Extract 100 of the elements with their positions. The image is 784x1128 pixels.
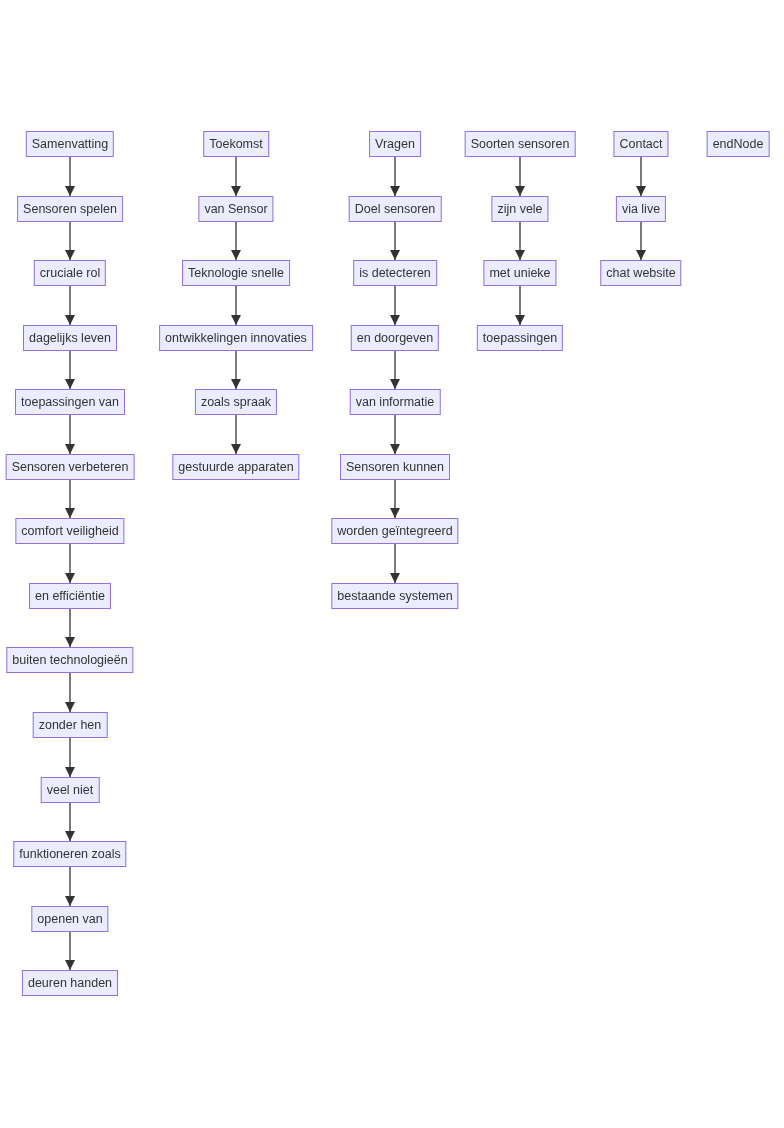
arrow — [389, 285, 401, 326]
node-label: worden geïntegreerd — [337, 524, 453, 539]
node-label: Samenvatting — [31, 137, 109, 151]
node-label: comfort veiligheid — [21, 524, 119, 539]
arrow — [64, 737, 76, 778]
arrow — [389, 350, 401, 390]
node-label: dagelijks leven — [29, 330, 111, 345]
process-box — [40, 776, 100, 803]
arrow — [64, 608, 76, 648]
arrow — [230, 285, 242, 326]
arrow — [64, 350, 76, 390]
arrow — [64, 156, 76, 197]
node-label: buiten technologieën — [12, 653, 128, 668]
arrow — [64, 866, 76, 907]
arrow — [389, 221, 401, 261]
node-label: Toekomst — [209, 137, 263, 151]
node-label: van informatie — [355, 395, 435, 410]
node-label: en doorgeven — [356, 330, 434, 345]
node-label: Sensoren kunnen — [346, 459, 444, 474]
process-box — [369, 131, 421, 157]
arrow — [230, 156, 242, 197]
process-box — [31, 905, 109, 932]
node-label: zoals spraak — [200, 395, 272, 410]
process-box — [331, 518, 459, 545]
process-box — [483, 260, 557, 287]
node-label: Contact — [619, 137, 663, 151]
process-box — [182, 260, 290, 287]
process-box — [706, 131, 770, 157]
process-box — [194, 389, 278, 416]
arrow — [230, 414, 242, 455]
node-label: bestaande systemen — [337, 588, 453, 603]
process-box — [198, 195, 274, 222]
process-box — [32, 711, 108, 738]
process-box — [476, 324, 564, 351]
node-label: zonder hen — [38, 717, 102, 732]
node-label: Soorten sensoren — [470, 137, 570, 151]
node-label: Doel sensoren — [354, 201, 436, 216]
arrow — [230, 221, 242, 261]
process-box — [600, 260, 682, 287]
node-label: zijn vele — [497, 201, 543, 216]
process-box — [464, 131, 576, 157]
arrow — [514, 156, 526, 197]
process-box — [29, 582, 111, 609]
node-label: met unieke — [489, 266, 551, 281]
node-label: veel niet — [46, 782, 94, 797]
process-box — [348, 195, 442, 222]
process-box — [21, 970, 119, 997]
process-box — [159, 324, 313, 351]
process-box — [613, 131, 669, 157]
process-box — [349, 389, 441, 416]
process-box — [5, 453, 135, 480]
node-label: van Sensor — [204, 201, 268, 216]
process-box — [615, 195, 667, 222]
node-label: endNode — [712, 137, 764, 151]
arrow — [64, 802, 76, 842]
process-box — [353, 260, 437, 287]
arrow — [389, 156, 401, 197]
process-box — [203, 131, 269, 157]
node-label: ontwikkelingen innovaties — [165, 330, 307, 345]
node-label: Teknologie snelle — [188, 266, 284, 281]
arrow — [64, 672, 76, 713]
arrow — [64, 285, 76, 326]
node-label: Vragen — [375, 137, 415, 151]
node-label: cruciale rol — [39, 266, 101, 281]
node-label: toepassingen van — [21, 395, 119, 410]
process-box — [350, 324, 440, 351]
node-label: funktioneren zoals — [19, 847, 121, 862]
node-label: toepassingen — [482, 330, 558, 345]
arrow — [514, 285, 526, 326]
arrow — [635, 221, 647, 261]
node-label: deuren handen — [27, 976, 113, 991]
arrow — [64, 414, 76, 455]
arrow — [64, 931, 76, 971]
process-box — [15, 389, 125, 416]
process-box — [15, 518, 125, 545]
node-label: via live — [621, 201, 661, 216]
arrow — [389, 414, 401, 455]
arrow — [64, 221, 76, 261]
arrow — [64, 479, 76, 519]
arrow — [64, 543, 76, 584]
arrow — [514, 221, 526, 261]
node-label: chat website — [606, 266, 676, 281]
arrow — [230, 350, 242, 390]
process-box — [172, 453, 300, 480]
process-box — [23, 324, 117, 351]
node-label: is detecteren — [359, 266, 431, 281]
process-box — [491, 195, 549, 222]
process-box — [25, 131, 115, 157]
arrow — [389, 479, 401, 519]
node-label: openen van — [37, 911, 103, 926]
process-box — [331, 582, 459, 609]
arrow — [389, 543, 401, 584]
node-label: Sensoren spelen — [23, 201, 117, 216]
node-label: Sensoren verbeteren — [11, 459, 129, 474]
process-box — [6, 647, 134, 674]
node-label: en efficiëntie — [35, 588, 105, 603]
arrow — [635, 156, 647, 197]
node-label: gestuurde apparaten — [178, 459, 294, 474]
process-box — [17, 195, 123, 222]
process-box — [13, 841, 127, 868]
